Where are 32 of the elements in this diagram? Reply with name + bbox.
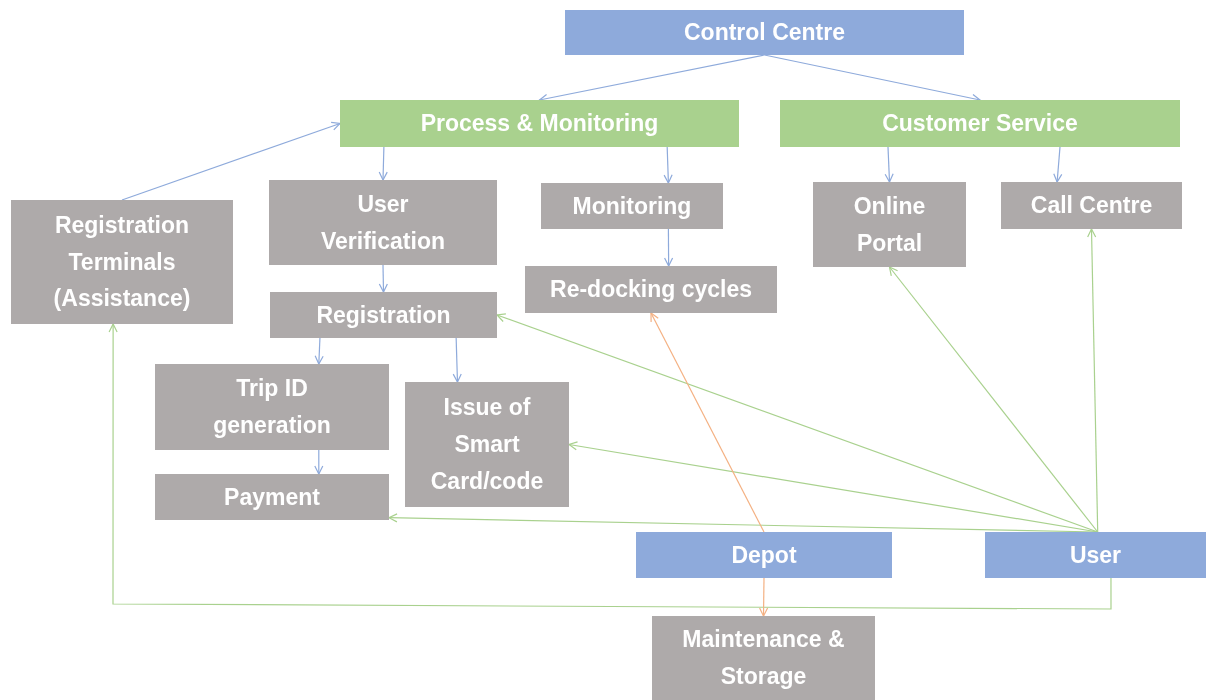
arrow [884, 146, 894, 183]
arrow [378, 264, 388, 293]
arrow [1087, 228, 1099, 533]
process-box: Issue of Smart Card/code [405, 382, 569, 507]
process-box: Maintenance & Storage [652, 616, 875, 700]
arrow [1053, 146, 1063, 183]
arrow [888, 266, 1099, 533]
process-box: Payment [155, 474, 389, 520]
process-box: User Verification [269, 180, 497, 265]
category-box: Process & Monitoring [340, 100, 739, 147]
arrow [759, 577, 769, 617]
arrow [314, 337, 324, 365]
process-box: Registration [270, 292, 497, 338]
arrow [650, 312, 765, 533]
process-box: Registration Terminals (Assistance) [11, 200, 233, 324]
arrow [314, 449, 324, 475]
process-box: Re-docking cycles [525, 266, 777, 313]
arrow [663, 146, 673, 184]
process-box: Trip ID generation [155, 364, 389, 450]
arrow [121, 121, 341, 201]
process-box: Online Portal [813, 182, 966, 267]
entity-box: User [985, 532, 1206, 578]
entity-box: Depot [636, 532, 892, 578]
arrow [378, 146, 388, 181]
arrow [452, 337, 462, 383]
process-box: Monitoring [541, 183, 723, 229]
arrow [538, 54, 766, 103]
arrow [108, 323, 1112, 610]
entity-box: Control Centre [565, 10, 964, 55]
arrow [664, 228, 674, 267]
process-box: Call Centre [1001, 182, 1182, 229]
category-box: Customer Service [780, 100, 1180, 147]
